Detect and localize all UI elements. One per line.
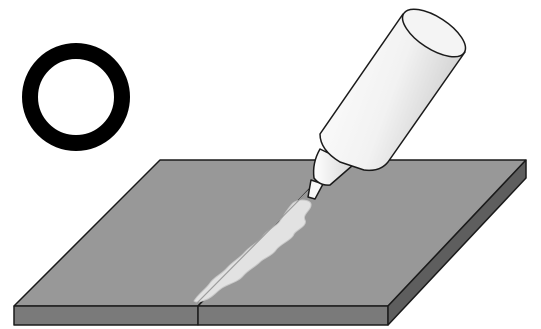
- bottle-cap-end: [401, 8, 467, 58]
- correct-mark-circle-icon: [22, 43, 130, 151]
- panel-seam-line: [195, 187, 312, 305]
- left-panel: [13, 159, 338, 326]
- left-panel-front-face: [13, 305, 199, 326]
- bottle-body: [319, 13, 466, 172]
- right-panel: [197, 159, 527, 326]
- right-panel-side-face: [387, 159, 527, 326]
- right-panel-front-face: [197, 305, 389, 326]
- adhesive-bottle: [307, 8, 467, 200]
- bottle-neck: [312, 148, 354, 186]
